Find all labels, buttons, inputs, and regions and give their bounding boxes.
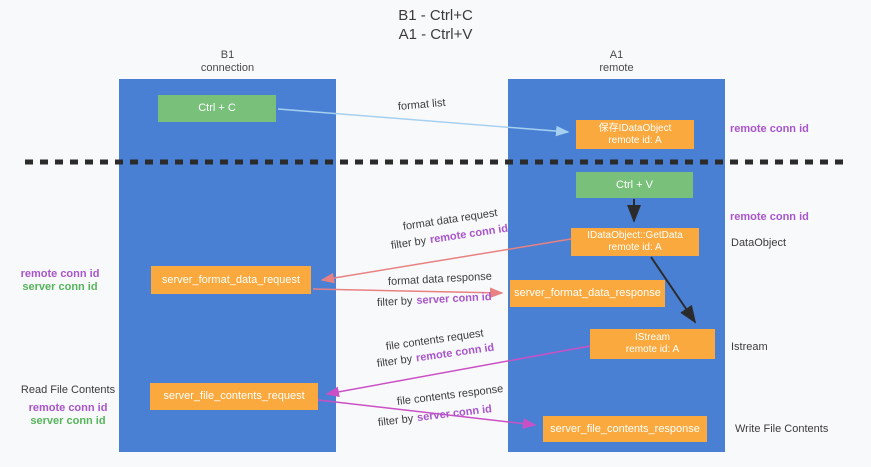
node-ctrl-c: Ctrl + C [158,95,276,122]
node-ctrl-c-label: Ctrl + C [198,102,236,114]
label-istream-side: Istream [731,341,768,353]
node-server-format-data-response-label: server_format_data_response [514,287,661,299]
node-server-format-data-response: server_format_data_response [510,280,665,307]
diagram-title: B1 - Ctrl+C A1 - Ctrl+V [0,6,871,44]
label-remote-conn-id-mid: remote conn id [730,211,809,223]
file-contents-response-arrow [317,399,537,429]
lifeline-header-b1: B1 connection [119,49,336,75]
node-istream: IStream remote id: A [590,329,715,359]
node-save-dataobject: 保存IDataObject remote id: A [576,120,694,149]
read-file-contents-group: Read File Contents remote conn id server… [12,384,124,428]
node-server-file-contents-response: server_file_contents_response [543,416,707,442]
label-left-server-conn-id: server conn id [22,281,98,293]
title-line1: B1 - Ctrl+C [398,7,473,24]
node-save-dataobject-line1: 保存IDataObject [598,122,672,134]
label-write-file-contents: Write File Contents [735,423,829,435]
node-ctrl-v-label: Ctrl + V [616,178,653,191]
lifeline-b1-name: B1 [220,49,235,61]
node-getdata-line1: IDataObject::GetData [587,230,683,241]
node-ctrl-v: Ctrl + V [576,172,693,198]
lifeline-header-a1: A1 remote [508,49,725,75]
node-server-file-contents-response-label: server_file_contents_response [550,422,700,435]
left-conn-id-group: remote conn id server conn id [10,268,110,294]
node-istream-line1: IStream [634,332,670,343]
format-list-arrow [277,108,570,137]
label-read-file-contents: Read File Contents [20,384,116,396]
lifeline-a1-subtitle: remote [599,62,634,74]
node-server-format-data-request: server_format_data_request [151,266,311,294]
node-server-file-contents-request: server_file_contents_request [150,383,318,410]
node-server-file-contents-request-label: server_file_contents_request [163,390,305,402]
file-contents-request-arrow [325,345,591,398]
node-save-dataobject-line2: remote id: A [608,134,662,146]
node-getdata-line2: remote id: A [608,242,662,253]
format-data-request-arrow [320,238,572,284]
label-bottom-remote-conn-id: remote conn id [28,402,108,414]
node-istream-line2: remote id: A [625,344,680,355]
node-getdata: IDataObject::GetData remote id: A [571,228,699,256]
format-data-response-arrow [312,287,504,298]
lifeline-b1-subtitle: connection [200,62,255,74]
label-remote-conn-id-top: remote conn id [730,123,809,135]
filter-by-prefix-2: filter by [376,295,413,309]
label-bottom-server-conn-id: server conn id [30,415,106,427]
node-server-format-data-request-label: server_format_data_request [161,273,301,286]
lifeline-a1-name: A1 [609,49,624,61]
title-line2: A1 - Ctrl+V [398,26,473,43]
getdata-to-istream-arrow [650,256,697,324]
label-dataobject: DataObject [731,237,787,249]
label-left-remote-conn-id: remote conn id [20,268,100,280]
